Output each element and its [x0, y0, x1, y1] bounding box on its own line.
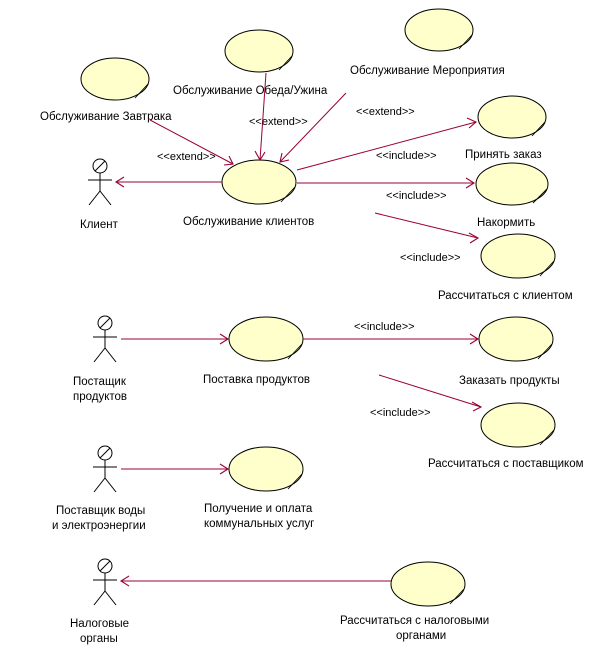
extend-breakfast: [149, 119, 234, 166]
use-case-order-products[interactable]: [478, 316, 554, 362]
label-actor-utility-line-2: и электроэнергии: [52, 520, 146, 532]
association-utility-utilities: [121, 463, 230, 475]
label-serve-clients: Обслуживание клиентов: [183, 216, 314, 228]
use-case-breakfast[interactable]: [80, 57, 150, 101]
use-case-feed[interactable]: [475, 162, 549, 206]
include-feed: [297, 177, 476, 189]
extend-event: [279, 92, 347, 163]
include-pay-client: [374, 212, 480, 244]
label-actor-utility: Поставщик воды и электроэнергии: [52, 505, 148, 532]
label-pay-tax-line-1: Рассчитаться с налоговыми: [340, 615, 489, 627]
label-order-products: Заказать продукты: [459, 375, 560, 387]
use-case-event[interactable]: [404, 8, 474, 52]
use-case-utilities[interactable]: [228, 446, 304, 492]
label-breakfast: Обслуживание Завтрака: [40, 111, 172, 123]
use-case-pay-tax[interactable]: [390, 561, 466, 607]
label-event: Обслуживание Мероприятия: [350, 65, 505, 77]
use-case-deliver-products[interactable]: [228, 316, 304, 362]
stereotype-include-feed: <<include>>: [386, 190, 447, 202]
stereotype-include-order-products: <<include>>: [354, 321, 415, 333]
use-case-lunch-dinner[interactable]: [224, 29, 294, 73]
actor-utility[interactable]: [93, 445, 117, 493]
label-utilities: Получение и оплата коммунальных услуг: [204, 503, 315, 530]
label-actor-supplier: Постащик продуктов: [73, 376, 129, 403]
label-actor-supplier-line-1: Постащик: [73, 376, 127, 388]
use-case-take-order[interactable]: [477, 95, 547, 139]
actor-tax[interactable]: [93, 558, 117, 606]
stereotype-extend-event: <<extend>>: [356, 106, 415, 118]
label-actor-tax-line-1: Налоговые: [70, 618, 129, 630]
stereotype-extend-breakfast: <<extend>>: [157, 151, 216, 163]
stereotype-include-pay-client: <<include>>: [400, 252, 461, 264]
label-utilities-line-1: Получение и оплата: [204, 503, 313, 515]
association-serve-clients-client: [114, 176, 222, 188]
actor-client[interactable]: [88, 158, 112, 206]
label-actor-utility-line-1: Поставщик воды: [56, 505, 145, 517]
label-feed: Накормить: [477, 217, 535, 229]
actor-supplier[interactable]: [93, 315, 117, 363]
use-case-pay-client[interactable]: [480, 233, 556, 279]
extend-lunch-dinner: [254, 72, 267, 162]
label-pay-tax-line-2: органами: [396, 630, 446, 642]
label-take-order: Принять заказ: [465, 149, 542, 161]
label-actor-tax-line-2: органы: [80, 633, 118, 645]
label-actor-supplier-line-2: продуктов: [73, 391, 127, 403]
association-pay-tax-tax: [119, 575, 391, 587]
include-take-order: [296, 117, 478, 171]
label-pay-client: Рассчитаться с клиентом: [438, 290, 573, 302]
label-deliver-products: Поставка продуктов: [203, 374, 310, 386]
label-pay-supplier: Рассчитаться с поставщиком: [428, 458, 584, 470]
label-lunch-dinner: Обслуживание Обеда/Ужина: [173, 85, 328, 97]
include-pay-supplier: [378, 374, 483, 412]
use-case-pay-supplier[interactable]: [480, 402, 556, 448]
label-actor-client: Клиент: [80, 219, 119, 231]
association-supplier-deliver: [121, 333, 230, 345]
use-case-serve-clients[interactable]: [221, 159, 297, 205]
stereotype-include-take-order: <<include>>: [376, 150, 437, 162]
stereotype-extend-lunch: <<extend>>: [249, 116, 308, 128]
include-order-products: [303, 333, 480, 345]
label-utilities-line-2: коммунальных услуг: [204, 518, 314, 530]
label-actor-tax: Налоговые органы: [70, 618, 132, 645]
stereotype-include-pay-supplier: <<include>>: [370, 407, 431, 419]
label-pay-tax: Рассчитаться с налоговыми органами: [340, 615, 492, 642]
